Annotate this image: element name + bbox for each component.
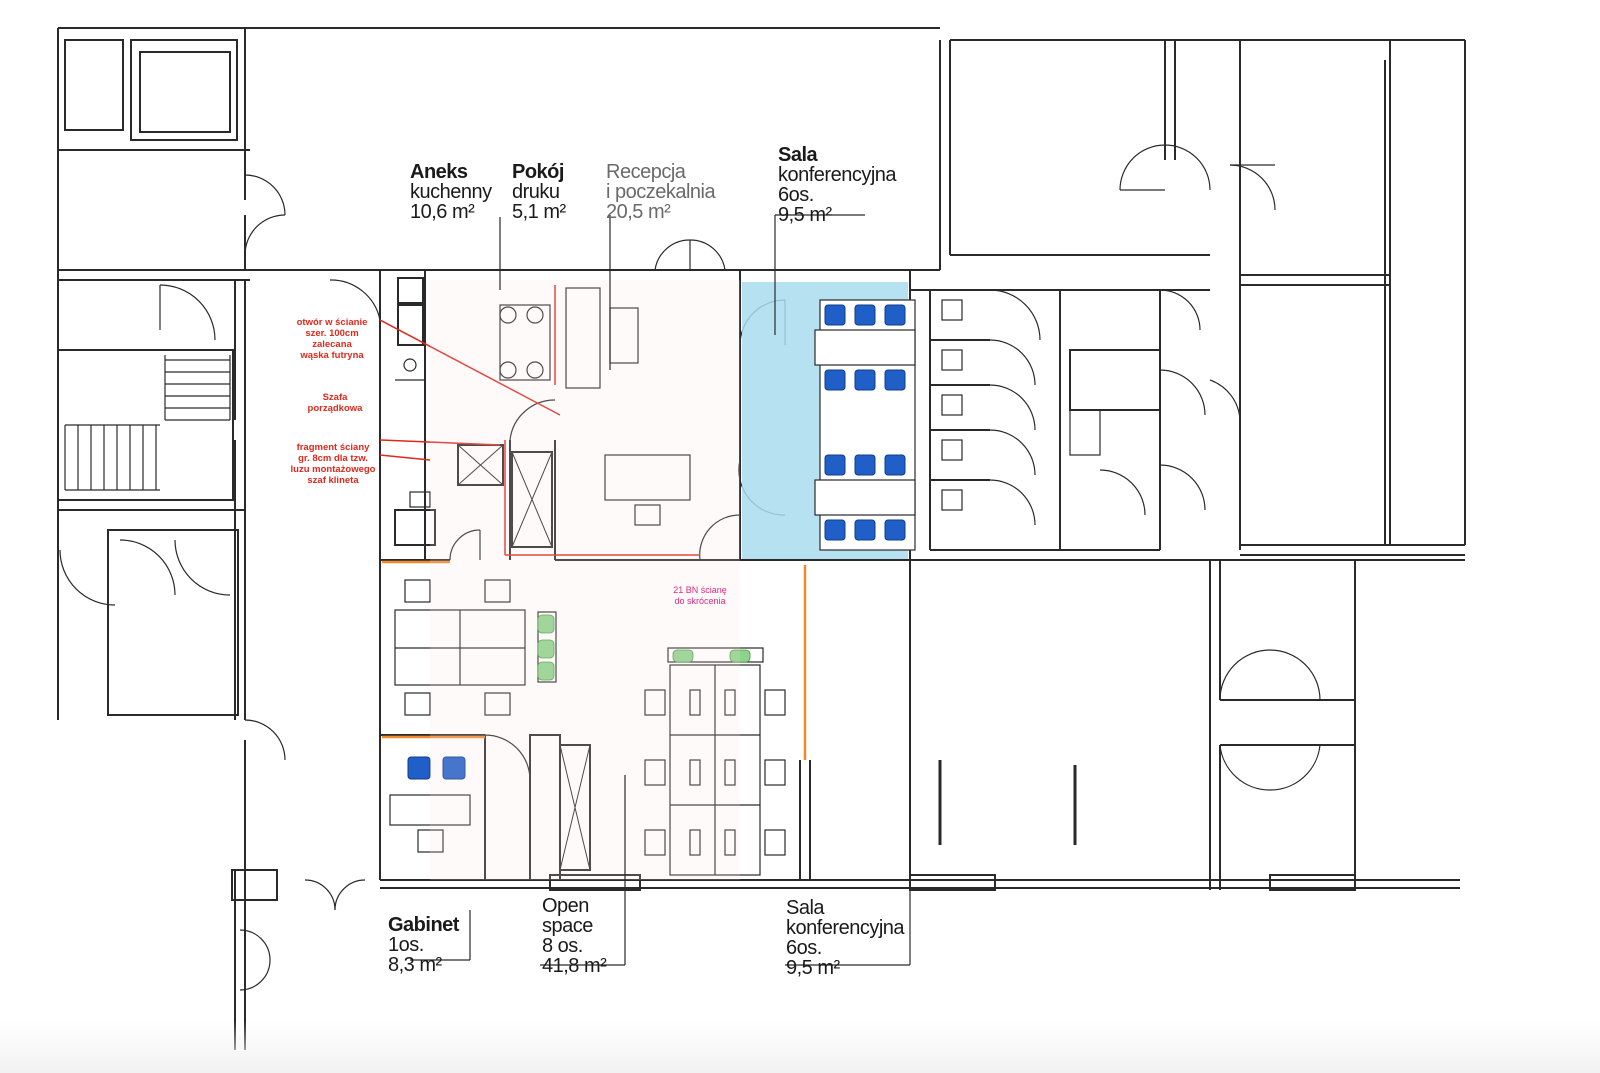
note-szafa: Szafa porządkowa	[290, 392, 380, 415]
room-capacity: 1os.	[388, 934, 424, 956]
room-label-pokoj-druku: Pokój druku 5,1 m²	[512, 162, 566, 222]
room-capacity: 8 os.	[542, 935, 583, 957]
note-line: luzu montażowego	[290, 463, 376, 475]
note-line: wąska futryna	[300, 349, 364, 361]
room-label-gabinet: Gabinet 1os. 8,3 m²	[388, 915, 459, 975]
note-fragment-sciany: fragment ściany gr. 8cm dla tzw. luzu mo…	[278, 442, 388, 487]
room-name: Recepcja	[606, 161, 686, 183]
note-line: do skrócenia	[674, 595, 726, 606]
room-subtitle: kuchenny	[410, 181, 492, 203]
room-subtitle: space	[542, 915, 593, 937]
note-line: Szafa	[322, 392, 348, 403]
bottom-fade	[0, 1021, 1600, 1073]
room-subtitle: konferencyjna	[778, 164, 897, 186]
room-subtitle: druku	[512, 181, 560, 203]
note-line: gr. 8cm dla tzw.	[298, 452, 368, 464]
room-subtitle: i poczekalnia	[606, 181, 716, 203]
room-name: Gabinet	[388, 914, 459, 936]
room-name: Sala	[786, 897, 825, 919]
room-capacity: 6os.	[786, 937, 822, 959]
room-name: Aneks	[410, 161, 468, 183]
note-line: otwór w ścianie	[296, 317, 368, 328]
room-label-sala-konferencyjna-top: Sala konferencyjna 6os. 9,5 m²	[778, 144, 897, 226]
note-otwor-w-scianie: otwór w ścianie szer. 100cm zalecana wąs…	[282, 317, 382, 362]
room-area: 9,5 m²	[786, 957, 840, 979]
room-area: 9,5 m²	[778, 204, 832, 226]
room-label-aneks: Aneks kuchenny 10,6 m²	[410, 162, 492, 222]
room-subtitle: konferencyjna	[786, 917, 905, 939]
room-area: 41,8 m²	[542, 955, 607, 977]
note-line: zalecana	[312, 338, 352, 350]
room-capacity: 6os.	[778, 184, 814, 206]
note-line: szaf klineta	[307, 474, 359, 486]
room-label-open-space: Open space 8 os. 41,8 m²	[542, 895, 607, 977]
note-line: porządkowa	[307, 402, 363, 414]
room-area: 20,5 m²	[606, 201, 671, 223]
note-line: 21 BN ścianę	[673, 585, 727, 595]
room-label-sala-konferencyjna-bottom: Sala konferencyjna 6os. 9,5 m²	[786, 897, 905, 979]
room-name: Open	[542, 895, 589, 917]
room-area: 8,3 m²	[388, 954, 442, 976]
room-name: Pokój	[512, 161, 564, 183]
note-pink-skrocenie: 21 BN ścianę do skrócenia	[655, 585, 745, 607]
room-area: 5,1 m²	[512, 201, 566, 223]
room-name: Sala	[778, 144, 818, 166]
note-line: fragment ściany	[296, 442, 370, 453]
room-area: 10,6 m²	[410, 201, 475, 223]
note-line: szer. 100cm	[305, 327, 359, 339]
room-label-recepcja: Recepcja i poczekalnia 20,5 m²	[606, 161, 716, 223]
